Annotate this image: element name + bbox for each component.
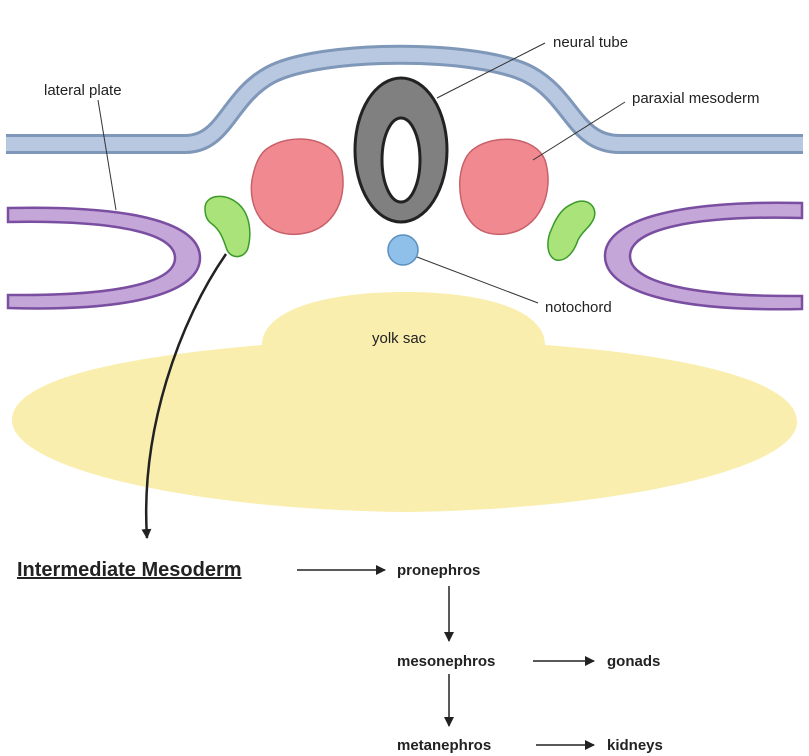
heading-intermediate-mesoderm: Intermediate Mesoderm: [17, 559, 242, 581]
lateral-plate-left: [6, 206, 202, 310]
label-paraxial-mesoderm: paraxial mesoderm: [632, 90, 760, 107]
intermediate-mesoderm-left: [204, 195, 251, 258]
ectoderm-band-inner: [6, 47, 803, 151]
yolk-sac: [12, 292, 797, 512]
paraxial-mesoderm-left: [250, 138, 344, 235]
label-metanephros: metanephros: [397, 737, 491, 754]
label-yolk-sac: yolk sac: [372, 330, 427, 347]
arrow-intermediate-to-heading: [141, 253, 228, 539]
lateral-plate-right: [603, 201, 804, 311]
leader-notochord: [416, 256, 539, 304]
label-gonads: gonads: [607, 653, 660, 670]
leader-paraxial-mesoderm: [532, 101, 626, 161]
label-lateral-plate: lateral plate: [44, 82, 122, 99]
label-neural-tube: neural tube: [553, 34, 628, 51]
label-mesonephros: mesonephros: [397, 653, 495, 670]
label-pronephros: pronephros: [397, 562, 480, 579]
label-kidneys: kidneys: [607, 737, 663, 754]
notochord: [387, 234, 419, 266]
neural-tube-lumen: [380, 116, 422, 204]
leader-neural-tube: [436, 42, 546, 99]
paraxial-mesoderm-right: [459, 138, 549, 235]
intermediate-mesoderm-right: [547, 200, 596, 261]
leader-lateral-plate: [97, 99, 117, 211]
label-notochord: notochord: [545, 299, 612, 316]
